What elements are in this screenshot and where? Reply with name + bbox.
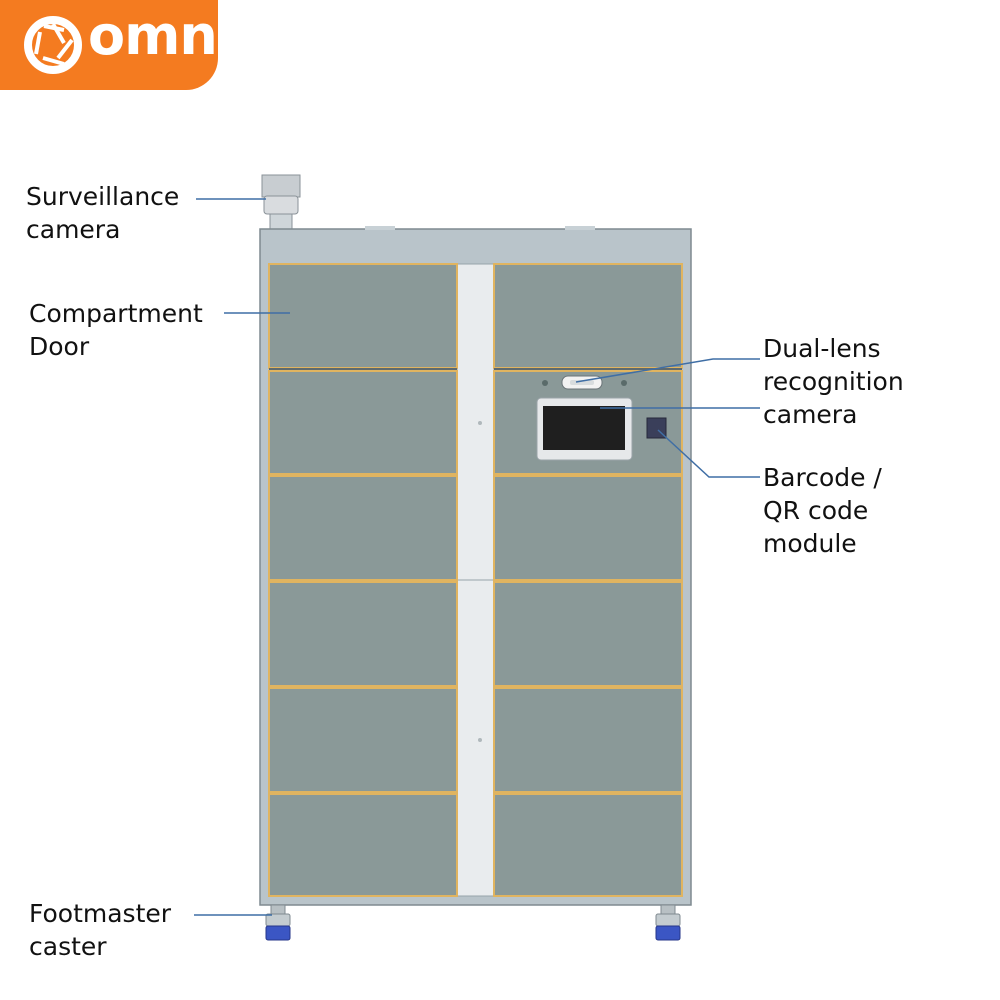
compartment-door	[268, 263, 458, 369]
compartment-door	[493, 475, 683, 581]
brand-logo-text: omni	[88, 4, 235, 67]
leader-line-barcode	[657, 429, 760, 478]
compartment-door	[268, 687, 458, 793]
label-compartment-door: Compartment Door	[29, 299, 203, 361]
label-surveillance-camera: Surveillance camera	[26, 182, 180, 244]
right-door-column	[493, 263, 683, 897]
aperture-logo-icon	[24, 16, 82, 74]
brand-logo: omni	[0, 0, 235, 90]
compartment-door	[493, 793, 683, 897]
caster-icon	[265, 904, 291, 941]
caster-icon	[655, 904, 681, 941]
compartment-door	[268, 581, 458, 687]
compartment-door	[268, 370, 458, 475]
surveillance-camera-icon	[261, 174, 301, 231]
compartment-door	[268, 793, 458, 897]
label-footmaster-caster: Footmaster caster	[29, 899, 172, 961]
compartment-door	[493, 263, 683, 369]
left-door-column	[268, 263, 458, 897]
label-dual-lens-camera: Dual-lens recognition camera	[763, 334, 904, 429]
label-barcode-module: Barcode / QR code module	[763, 463, 882, 558]
leader-line-dual-lens	[575, 358, 760, 383]
touch-screen	[536, 397, 633, 461]
compartment-door	[493, 687, 683, 793]
compartment-door	[268, 475, 458, 581]
compartment-door	[493, 581, 683, 687]
